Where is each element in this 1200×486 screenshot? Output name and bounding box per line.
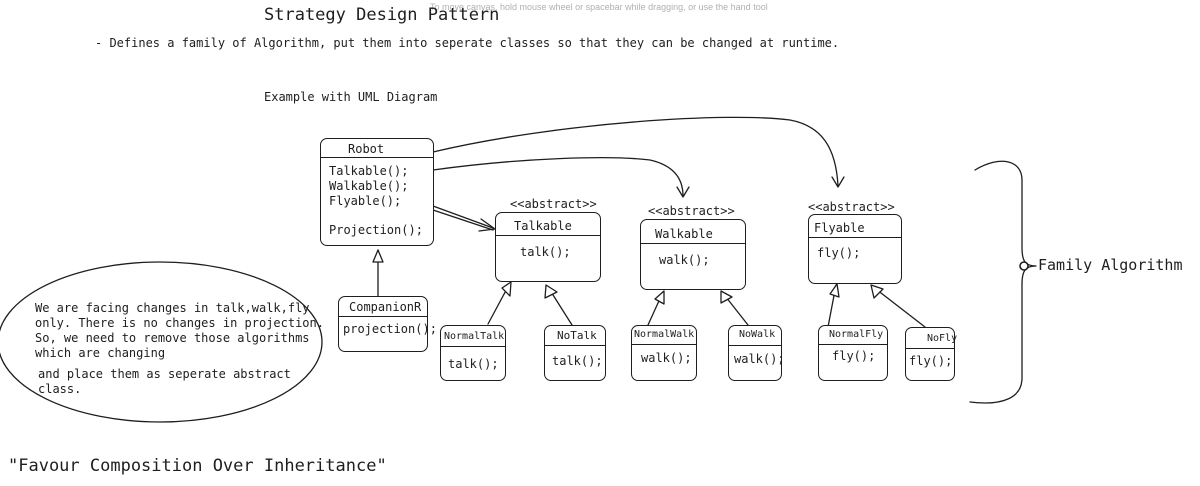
nofly-class-box[interactable]: NoFly fly(); (905, 327, 958, 381)
robot-class-name: Robot (348, 142, 385, 156)
normaltalk-method: talk(); (448, 357, 499, 371)
notalk-class-name: NoTalk (557, 329, 597, 342)
flyable-class-box[interactable]: Flyable fly(); (808, 214, 902, 284)
family-algorithm-label: Family Algorithm (1038, 256, 1183, 274)
flyable-stereotype: <<abstract>> (808, 200, 895, 214)
notalk-method: talk(); (552, 354, 603, 368)
robot-class-box[interactable]: Robot Talkable(); Walkable(); Flyable();… (320, 138, 434, 246)
robot-method-flyable: Flyable(); (329, 194, 402, 208)
nowalk-method: walk(); (734, 352, 785, 366)
normalfly-method: fly(); (832, 349, 876, 363)
robot-method-talkable: Talkable(); (329, 164, 409, 178)
note-ellipse (0, 261, 323, 423)
definition-text: - Defines a family of Algorithm, put the… (95, 36, 840, 50)
robot-to-flyable-arrow (432, 116, 839, 187)
family-curly-brace (969, 160, 1037, 404)
normalwalk-class-name: NormalWalk (634, 329, 695, 340)
walkable-method: walk(); (659, 253, 710, 267)
normalfly-class-box[interactable]: NormalFly fly(); (818, 325, 888, 381)
companion-class-name: CompanionR (349, 300, 422, 314)
nofly-to-flyable-arrow (871, 285, 926, 328)
talkable-class-name: Talkable (514, 219, 572, 233)
page-title: Strategy Design Pattern (264, 5, 500, 25)
nowalk-class-name: NoWalk (739, 329, 776, 340)
normalwalk-class-box[interactable]: NormalWalk walk(); (631, 325, 697, 381)
robot-to-talkable-arrow (432, 205, 494, 229)
nowalk-class-box[interactable]: NoWalk walk(); (728, 325, 785, 381)
normalfly-class-name: NormalFly (829, 329, 884, 340)
note-text-2: and place them as seperate abstract clas… (38, 367, 291, 396)
walkable-class-name: Walkable (655, 227, 713, 241)
nofly-method: fly(); (909, 354, 953, 368)
talkable-stereotype: <<abstract>> (510, 197, 597, 211)
note-text-1: We are facing changes in talk,walk,fly o… (35, 301, 324, 360)
notalk-class-box[interactable]: NoTalk talk(); (544, 325, 606, 381)
normaltalk-class-box[interactable]: NormalTalk talk(); (440, 325, 506, 381)
normaltalk-class-name: NormalTalk (444, 331, 505, 342)
walkable-class-box[interactable]: Walkable walk(); (640, 219, 746, 290)
flyable-method: fly(); (817, 246, 861, 260)
normalwalk-method: walk(); (641, 351, 692, 365)
walkable-stereotype: <<abstract>> (648, 204, 735, 218)
robot-to-walkable-arrow (432, 157, 684, 197)
robot-method-projection: Projection(); (329, 223, 423, 237)
nofly-class-name: NoFly (927, 333, 958, 344)
talkable-class-box[interactable]: Talkable talk(); (495, 212, 601, 282)
robot-method-walkable: Walkable(); (329, 179, 409, 193)
example-label: Example with UML Diagram (264, 90, 438, 104)
quote-text: "Favour Composition Over Inheritance" (8, 456, 387, 476)
companion-method: projection(); (343, 322, 437, 336)
canvas-hint: To move canvas, hold mouse wheel or spac… (430, 2, 768, 12)
talkable-method: talk(); (520, 245, 571, 259)
companion-class-box[interactable]: CompanionR projection(); (338, 296, 437, 352)
flyable-class-name: Flyable (814, 221, 865, 235)
